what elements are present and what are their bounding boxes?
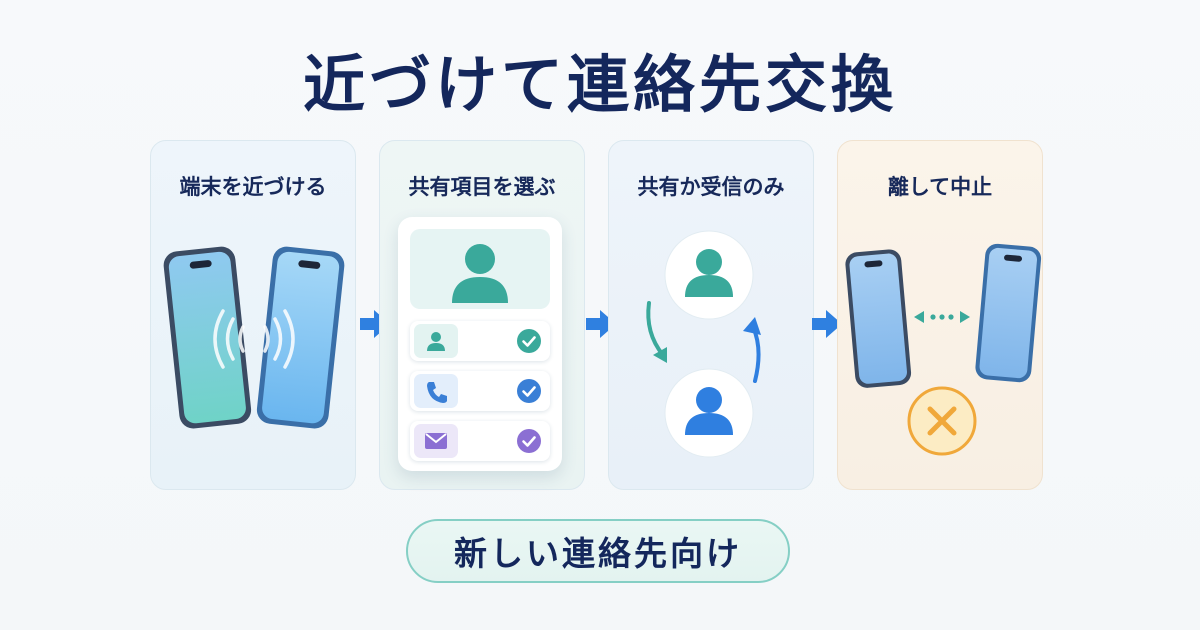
check-icon bbox=[517, 329, 541, 353]
receive-arrow-icon bbox=[743, 317, 761, 383]
distance-arrow-icon bbox=[914, 311, 970, 323]
phone-left-icon bbox=[163, 246, 252, 429]
step-title: 端末を近づける bbox=[179, 175, 327, 199]
page-title: 近づけて連絡先交換 bbox=[302, 48, 897, 121]
mail-icon bbox=[414, 424, 458, 458]
step-title: 共有か受信のみ bbox=[637, 175, 785, 199]
check-icon bbox=[517, 429, 541, 453]
receiver-avatar-icon bbox=[664, 368, 754, 458]
contact-icon bbox=[414, 324, 458, 358]
flow-arrow-icon bbox=[812, 310, 842, 338]
nfc-wave-icon bbox=[213, 309, 295, 369]
step-title: 離して中止 bbox=[887, 175, 993, 199]
send-arrow-icon bbox=[646, 301, 667, 363]
exchange-illustration bbox=[646, 230, 761, 458]
cancel-icon bbox=[907, 386, 977, 456]
phone-right-icon bbox=[256, 246, 345, 429]
phone-icon bbox=[414, 374, 458, 408]
phone-left-icon bbox=[845, 249, 912, 388]
share-item-phone[interactable] bbox=[410, 371, 550, 411]
contact-preview bbox=[410, 229, 550, 309]
share-items-card bbox=[398, 217, 562, 471]
phone-right-icon bbox=[975, 243, 1042, 383]
step-title: 共有項目を選ぶ bbox=[408, 175, 556, 199]
target-badge: 新しい連絡先向け bbox=[406, 519, 790, 583]
flow-arrow-icon bbox=[586, 310, 616, 338]
contact-avatar-icon bbox=[452, 244, 508, 303]
share-item-mail[interactable] bbox=[410, 421, 550, 461]
phones-near-illustration bbox=[163, 246, 345, 429]
step-panel-share-or-receive: 共有か受信のみ bbox=[608, 140, 814, 490]
sender-avatar-icon bbox=[664, 230, 754, 320]
share-item-contact[interactable] bbox=[410, 321, 550, 361]
flow-arrow-icon bbox=[360, 310, 390, 338]
check-icon bbox=[517, 379, 541, 403]
step-panel-bring-close: 端末を近づける bbox=[150, 140, 356, 490]
phones-apart-illustration bbox=[845, 243, 1042, 456]
step-panel-select-items: 共有項目を選ぶ bbox=[379, 140, 585, 490]
step-panel-separate-cancel: 離して中止 bbox=[837, 140, 1043, 490]
